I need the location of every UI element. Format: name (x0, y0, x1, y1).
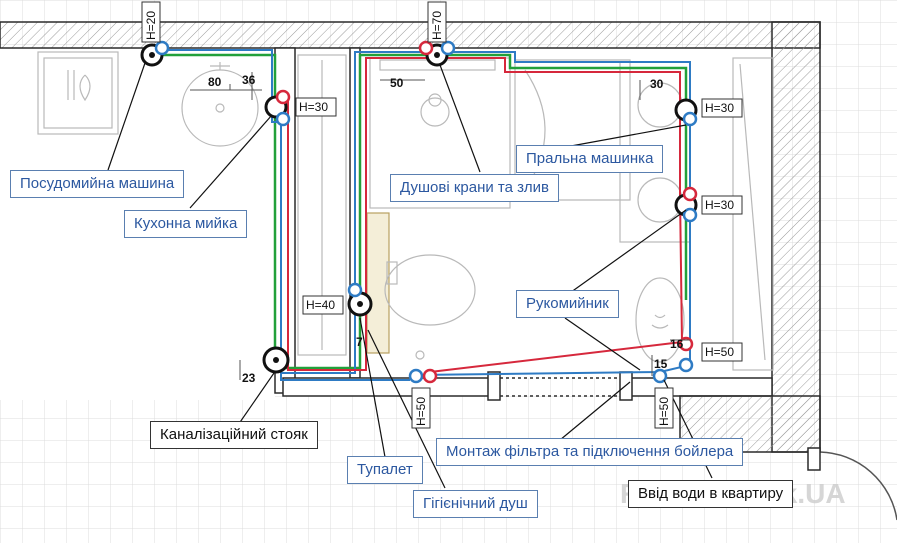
callout-washing-machine: Пральна машинка (516, 145, 664, 173)
callout-toilet: Тупалет (347, 456, 423, 484)
sewer-pipe (154, 53, 688, 370)
riser-h30c: H=30 (705, 198, 734, 212)
callout-hygienic-shower: Гігієнічний душ (413, 490, 538, 518)
callout-filter-boiler: Монтаж фільтра та підключення бойлера (436, 438, 744, 466)
dim-15: 15 (654, 357, 668, 371)
dim-30: 30 (650, 77, 664, 91)
riser-h30b: H=30 (705, 101, 734, 115)
callout-water-inlet: Ввід води в квартиру (628, 480, 794, 508)
dim-16: 16 (670, 337, 684, 351)
riser-h30a: H=30 (299, 100, 328, 114)
dim-23: 23 (242, 371, 256, 385)
riser-height-tags: H=20 H=70 H=30 H=30 H=30 H=40 H=50 H=50 (141, 1, 743, 429)
callout-washbasin: Рукомийник (516, 290, 619, 318)
riser-h50c: H=50 (657, 397, 671, 426)
riser-h70: H=70 (430, 11, 444, 40)
callout-dishwasher: Посудомийна машина (10, 170, 185, 198)
callout-sewer-riser: Каналізаційний стояк (150, 421, 318, 449)
dimension-numbers: 80 36 50 30 23 7 16 15 (208, 73, 684, 385)
callout-kitchen-sink: Кухонна мийка (124, 210, 248, 238)
dim-50: 50 (390, 76, 404, 90)
dim-80: 80 (208, 75, 222, 89)
dimension-lines (190, 72, 690, 380)
dim-7: 7 (356, 335, 363, 349)
dim-36: 36 (242, 73, 256, 87)
leader-lines (107, 62, 713, 489)
hot-pipe (283, 57, 684, 373)
riser-h20: H=20 (144, 11, 158, 40)
riser-h50b: H=50 (414, 397, 428, 426)
riser-h50a: H=50 (705, 345, 734, 359)
riser-h40: H=40 (306, 298, 335, 312)
walls (0, 21, 821, 453)
fittings (140, 40, 698, 384)
callout-shower: Душові крани та злив (390, 174, 559, 202)
